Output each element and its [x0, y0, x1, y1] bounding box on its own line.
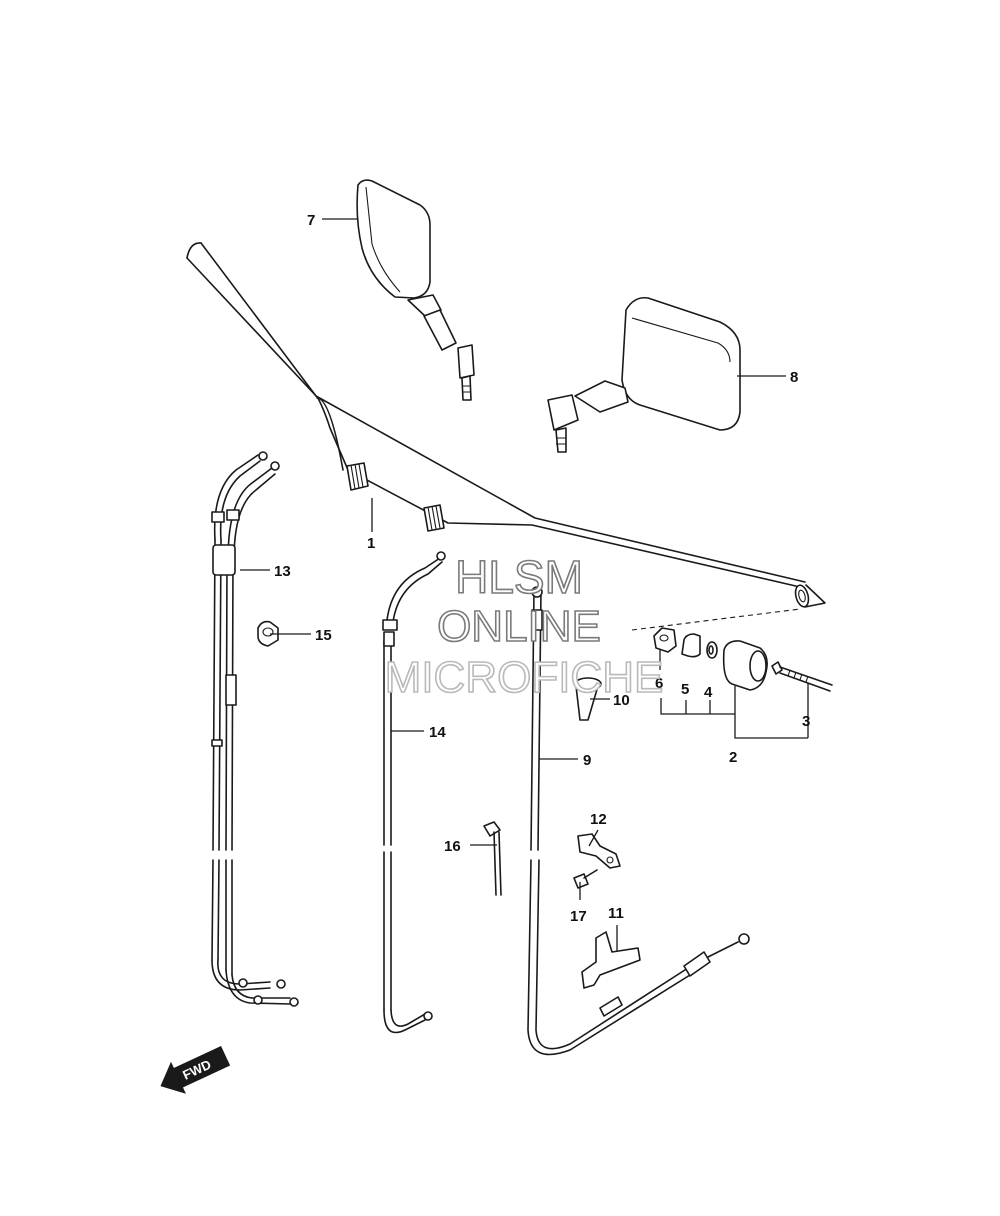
callout-1: 1 — [367, 535, 375, 552]
callout-6: 6 — [655, 675, 663, 692]
callout-14: 14 — [429, 724, 446, 741]
cable-clamp — [257, 620, 279, 647]
bracket-upper — [577, 833, 621, 869]
watermark: HLSM ONLINE MICROFICHE — [384, 550, 664, 703]
callout-labels: 1 2 3 4 5 6 7 8 9 10 11 12 13 14 15 16 1… — [274, 212, 810, 925]
mirror-right — [547, 296, 741, 453]
mirror-left — [356, 179, 475, 401]
bolt — [573, 869, 598, 889]
callout-2: 2 — [729, 749, 737, 766]
leader-lines — [240, 218, 809, 952]
callout-7: 7 — [307, 212, 315, 229]
bracket-lower — [581, 931, 641, 989]
callout-12: 12 — [590, 811, 607, 828]
watermark-line-1: HLSM — [455, 551, 583, 603]
watermark-line-3: MICROFICHE — [385, 653, 664, 702]
throttle-cable-assembly — [211, 451, 299, 1007]
fwd-arrow: FWD — [160, 1045, 231, 1094]
callout-15: 15 — [315, 627, 332, 644]
callout-11: 11 — [608, 905, 624, 922]
callout-17: 17 — [570, 908, 587, 925]
choke-cable — [527, 586, 750, 1056]
callout-13: 13 — [274, 563, 291, 580]
callout-5: 5 — [681, 681, 689, 698]
fwd-arrow-icon — [160, 1045, 231, 1094]
watermark-line-2: ONLINE — [437, 602, 601, 651]
bar-end-weight-set — [653, 627, 833, 692]
handlebar — [186, 242, 826, 631]
callout-4: 4 — [704, 684, 713, 701]
callout-3: 3 — [802, 713, 810, 730]
callout-8: 8 — [790, 369, 798, 386]
cable-guide — [483, 821, 502, 896]
callout-16: 16 — [444, 838, 461, 855]
cable-lever — [574, 677, 602, 721]
callout-9: 9 — [583, 752, 591, 769]
clutch-cable — [382, 551, 446, 1034]
callout-10: 10 — [613, 692, 630, 709]
